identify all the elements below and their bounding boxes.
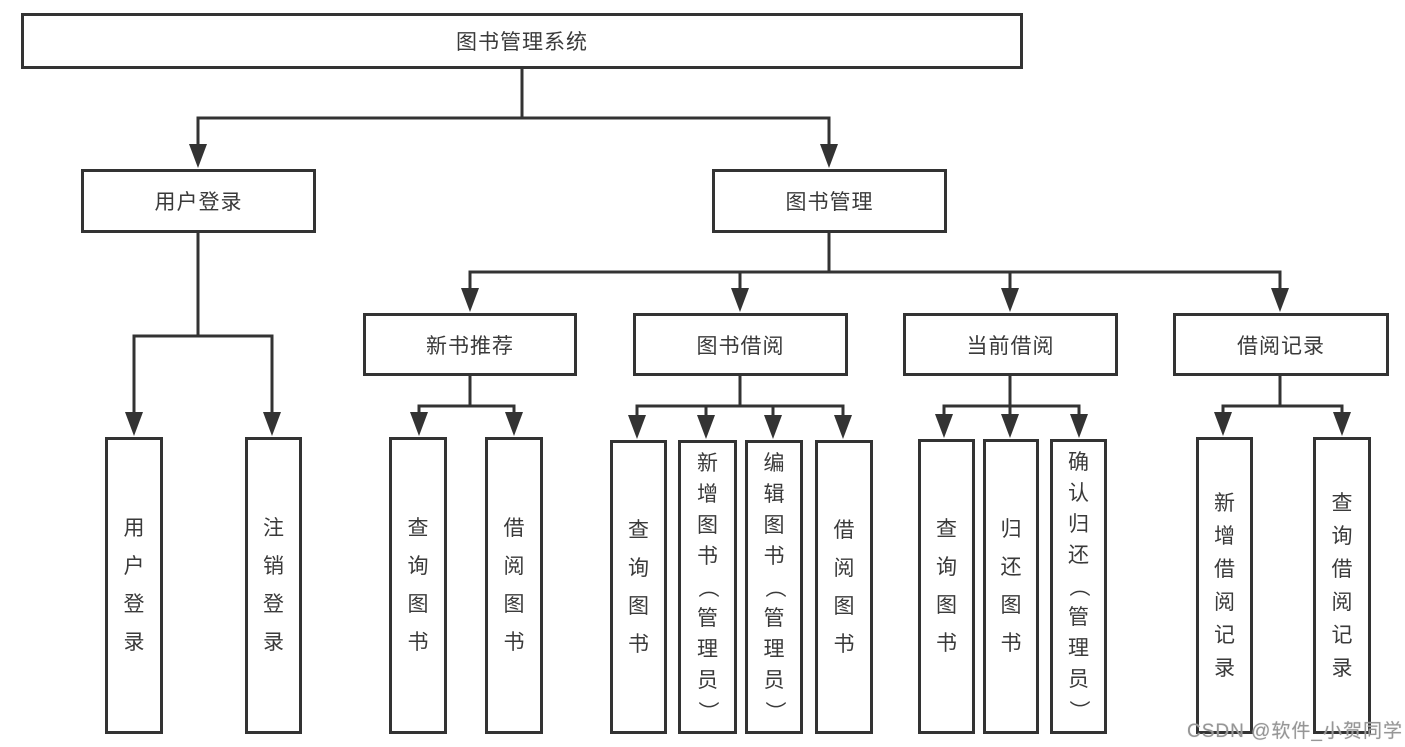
- node-book-borrow-label: 图书借阅: [696, 334, 785, 358]
- leaf-edit-book-admin-label: 编辑图书（管理员）: [762, 451, 786, 722]
- node-new-book-recommend: 新书推荐: [363, 313, 577, 376]
- node-borrow-record-label: 借阅记录: [1237, 334, 1325, 358]
- leaf-user-login: 用户登录: [105, 437, 163, 734]
- leaf-borrow-book-1-label: 借阅图书: [503, 517, 525, 654]
- node-root: 图书管理系统: [21, 13, 1023, 69]
- leaf-query-borrow-record: 查询借阅记录: [1313, 437, 1371, 734]
- leaf-edit-book-admin: 编辑图书（管理员）: [745, 440, 803, 734]
- leaf-borrow-book-1: 借阅图书: [485, 437, 543, 734]
- leaf-borrow-book-2-label: 借阅图书: [833, 518, 855, 656]
- node-current-borrow: 当前借阅: [903, 313, 1118, 376]
- node-current-borrow-label: 当前借阅: [966, 334, 1055, 358]
- leaf-add-borrow-record: 新增借阅记录: [1196, 437, 1253, 734]
- node-user-login-label: 用户登录: [154, 191, 243, 214]
- node-book-management-label: 图书管理: [785, 191, 874, 214]
- leaf-confirm-return-admin-label: 确认归还（管理员）: [1067, 451, 1090, 721]
- leaf-query-book-2-label: 查询图书: [628, 518, 649, 656]
- leaf-confirm-return-admin: 确认归还（管理员）: [1050, 439, 1107, 734]
- node-book-borrow: 图书借阅: [633, 313, 848, 376]
- arrowheads: [125, 144, 1351, 439]
- leaf-borrow-book-2: 借阅图书: [815, 440, 873, 734]
- node-book-management: 图书管理: [712, 169, 947, 233]
- leaf-query-borrow-record-label: 查询借阅记录: [1331, 491, 1353, 680]
- leaf-query-book-1-label: 查询图书: [407, 517, 429, 654]
- leaf-query-book-3: 查询图书: [918, 439, 975, 734]
- leaf-query-book-1: 查询图书: [389, 437, 447, 734]
- leaf-query-book-3-label: 查询图书: [936, 518, 957, 655]
- leaf-add-borrow-record-label: 新增借阅记录: [1214, 491, 1235, 680]
- leaf-query-book-2: 查询图书: [610, 440, 667, 734]
- leaf-add-book-admin-label: 新增图书（管理员）: [696, 451, 719, 722]
- leaf-return-book-label: 归还图书: [1000, 518, 1022, 655]
- leaf-add-book-admin: 新增图书（管理员）: [678, 440, 737, 734]
- leaf-logout-label: 注销登录: [263, 517, 284, 654]
- node-new-book-recommend-label: 新书推荐: [426, 334, 514, 358]
- leaf-return-book: 归还图书: [983, 439, 1039, 734]
- csdn-watermark: CSDN @软件_小贺同学: [1187, 721, 1403, 742]
- node-root-label: 图书管理系统: [456, 31, 588, 54]
- leaf-logout: 注销登录: [245, 437, 302, 734]
- leaf-user-login-label: 用户登录: [123, 517, 145, 654]
- node-user-login: 用户登录: [81, 169, 316, 233]
- node-borrow-record: 借阅记录: [1173, 313, 1389, 376]
